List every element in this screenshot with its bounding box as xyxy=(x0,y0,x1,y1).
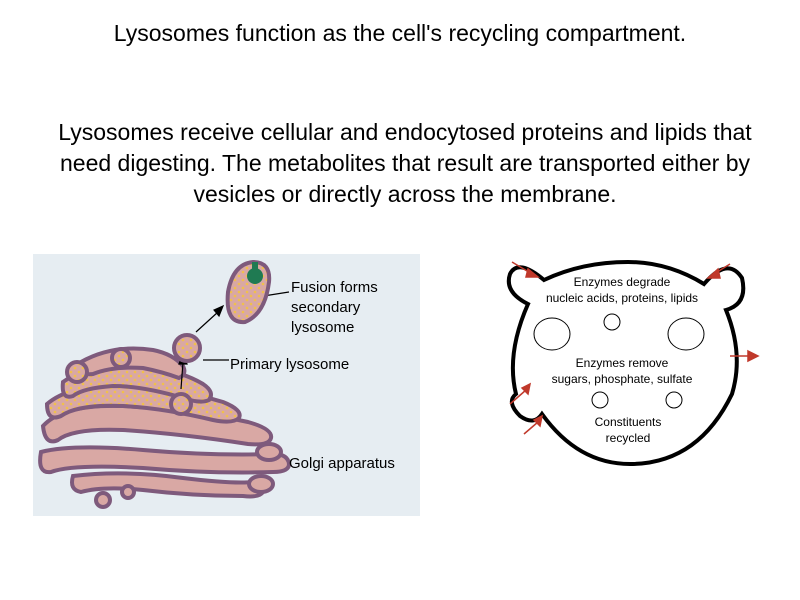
slide-title: Lysosomes function as the cell's recycli… xyxy=(113,20,687,46)
label-sugars: sugars, phosphate, sulfate xyxy=(552,372,693,386)
internal-vesicles xyxy=(533,313,705,409)
lysosome-digestion-diagram: Enzymes degrade nucleic acids, proteins,… xyxy=(506,259,760,467)
golgi-vesicles xyxy=(65,347,283,509)
label-enzymes-degrade: Enzymes degrade xyxy=(574,275,671,289)
label-constituents: Constituents xyxy=(595,415,662,429)
ingested-vacuole xyxy=(247,268,263,284)
golgi-lysosome-diagram: Fusion forms secondary lysosome Primary … xyxy=(33,254,420,516)
label-recycled: recycled xyxy=(606,431,651,445)
label-nucleic-acids: nucleic acids, proteins, lipids xyxy=(546,291,698,305)
label-enzymes-remove: Enzymes remove xyxy=(576,356,669,370)
label-fusion-forms: Fusion forms xyxy=(291,279,378,296)
secondary-lysosome xyxy=(225,259,272,325)
label-primary-lysosome: Primary lysosome xyxy=(230,356,349,373)
label-secondary: secondary xyxy=(291,299,361,316)
body-paragraph: Lysosomes receive cellular and endocytos… xyxy=(58,119,752,207)
label-lysosome: lysosome xyxy=(291,319,354,336)
transport-arrows xyxy=(509,261,760,435)
label-golgi-apparatus: Golgi apparatus xyxy=(289,455,395,472)
primary-lysosome xyxy=(172,333,202,363)
golgi-stack xyxy=(38,346,292,499)
lysosome-membrane xyxy=(506,259,746,467)
